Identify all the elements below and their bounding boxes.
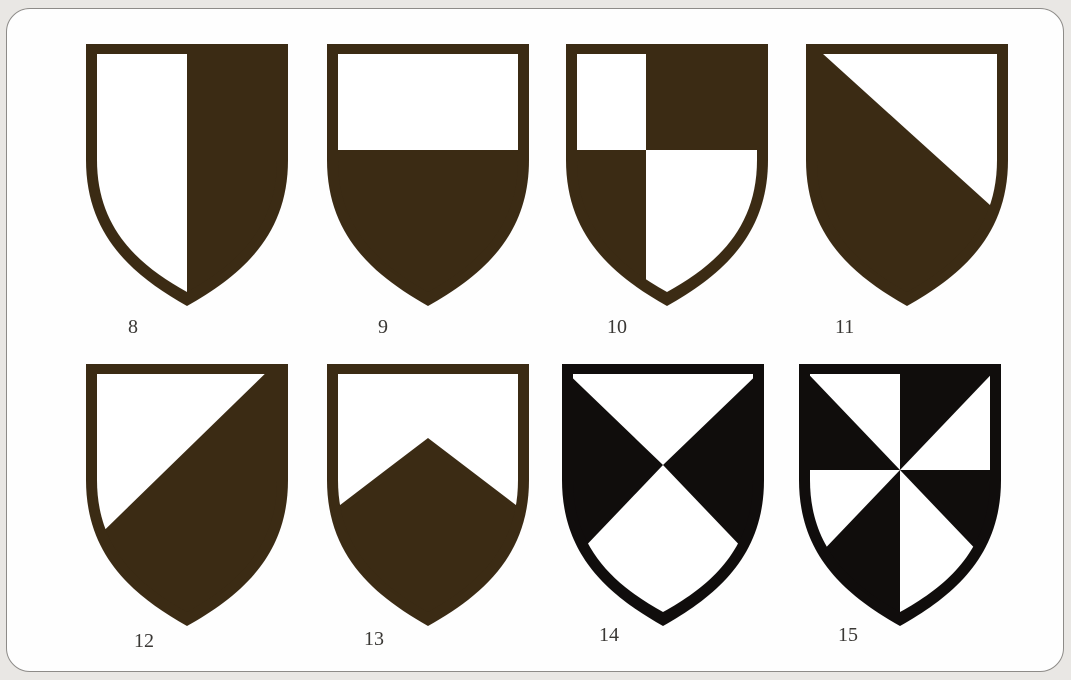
shield-9 [323,40,533,310]
shield-label-12: 12 [134,630,154,653]
shield-8 [82,40,292,310]
shield-13 [323,360,533,630]
shield-white-part [646,150,772,310]
shield-label-11: 11 [835,316,854,339]
shield-white-part [82,40,187,310]
shield-label-14: 14 [599,624,619,647]
shield-label-15: 15 [838,624,858,647]
shield-label-10: 10 [607,316,627,339]
shield-12 [82,360,292,630]
shield-white-part [323,40,533,150]
shield-15 [795,360,1005,630]
shield-14 [558,360,768,630]
shield-10 [562,40,772,310]
shield-label-13: 13 [364,628,384,651]
shield-11 [802,40,1012,310]
shield-label-9: 9 [378,316,388,339]
shield-label-8: 8 [128,316,138,339]
